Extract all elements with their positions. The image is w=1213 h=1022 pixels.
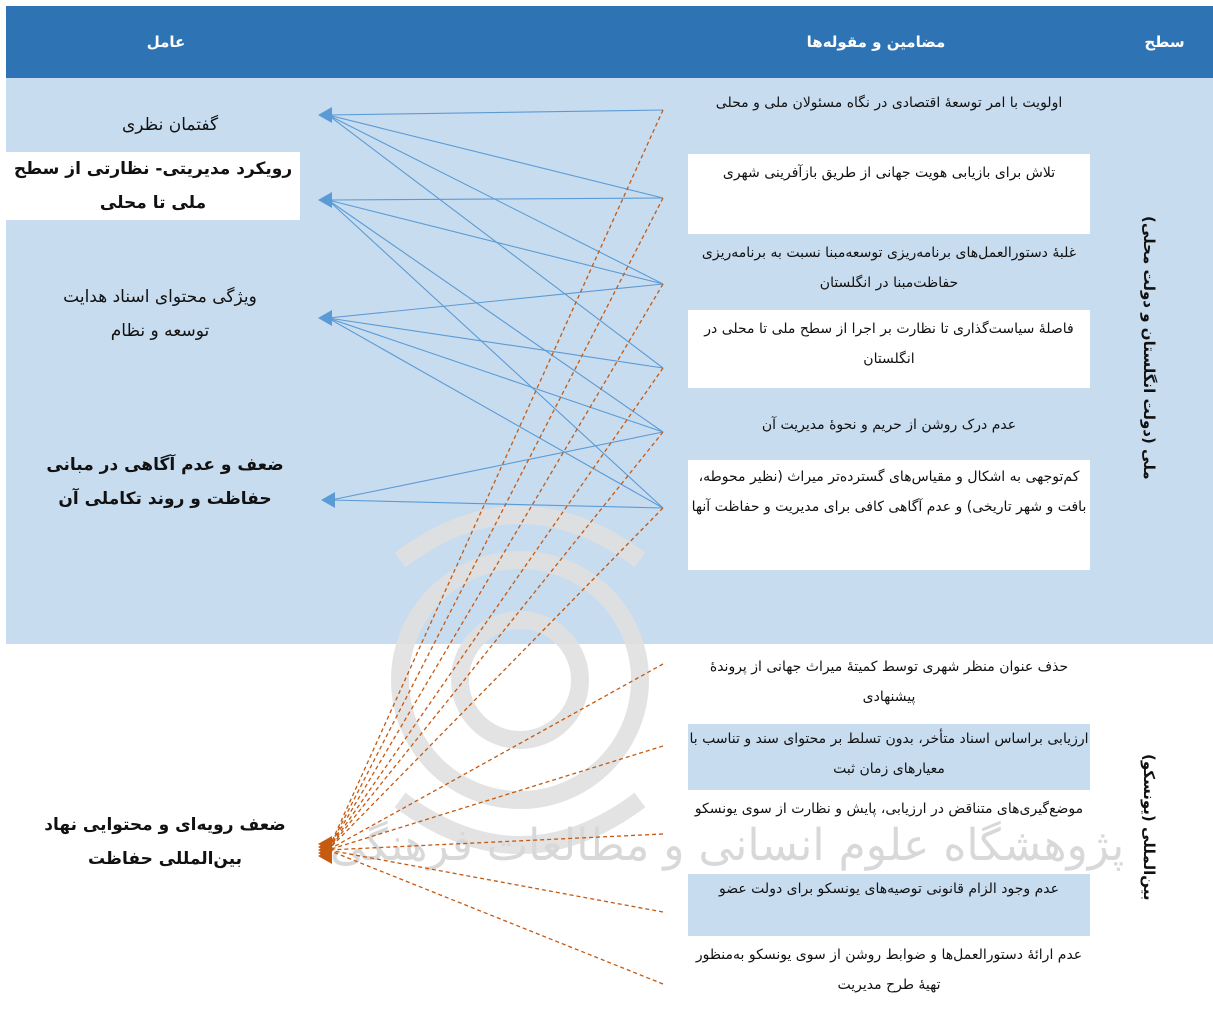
factor-document-content: ویژگی محتوای اسناد هدایت توسعه و نظام (63, 287, 257, 341)
level-national: ملی (دولت انگلستان و دولت محلی) (1140, 216, 1158, 480)
factor-management-approach: رویکرد مدیریتی- نظارتی از سطح ملی تا محل… (6, 152, 300, 220)
header-factor: عامل (146, 33, 186, 51)
header-level: سطح (1144, 33, 1185, 51)
theme-buffer-zone: عدم درک روشن از حریم و نحوهٔ مدیریت آن (761, 417, 1017, 433)
level-international: بین‌المللی (یونسکو) (1140, 753, 1158, 901)
theme-heritage-scales: کم‌توجهی به اشکال و مقیاس‌های گسترده‌تر … (688, 460, 1090, 570)
theme-contradictory-positions: موضع‌گیری‌های متناقض در ارزیابی، پایش و … (694, 801, 1084, 817)
header-themes: مضامین و مقوله‌ها (806, 33, 946, 51)
theme-no-legal-obligation: عدم وجود الزام قانونی توصیه‌های یونسکو ب… (688, 874, 1090, 936)
theme-late-documents: ارزیابی براساس اسناد متأخر، بدون تسلط بر… (688, 724, 1090, 790)
theme-global-identity: تلاش برای بازیابی هویت جهانی از طریق باز… (688, 154, 1090, 234)
factor-theoretical-discourse: گفتمان نظری (121, 115, 219, 135)
theme-landscape-title-removed: حذف عنوان منظر شهری توسط کمیتهٔ میراث جه… (709, 659, 1069, 705)
table-header: عامل مضامین و مقوله‌ها سطح (6, 6, 1213, 78)
theme-policy-gap: فاصلهٔ سیاست‌گذاری تا نظارت بر اجرا از س… (688, 310, 1090, 388)
theme-development-guidelines: غلبهٔ دستورالعمل‌های برنامه‌ریزی توسعه‌م… (701, 245, 1077, 291)
theme-no-guidelines: عدم ارائهٔ دستورالعمل‌ها و ضوابط روشن از… (695, 947, 1083, 993)
watermark-text: پژوهشگاه علوم انسانی و مطالعات فرهنگی (330, 820, 1125, 871)
factor-weak-awareness: ضعف و عدم آگاهی در مبانی حفاظت و روند تک… (46, 455, 284, 509)
factor-international-weakness: ضعف رویه‌ای و محتوایی نهاد بین‌المللی حف… (44, 815, 286, 869)
theme-economic-priority: اولویت با امر توسعهٔ اقتصادی در نگاه مسئ… (715, 95, 1063, 111)
